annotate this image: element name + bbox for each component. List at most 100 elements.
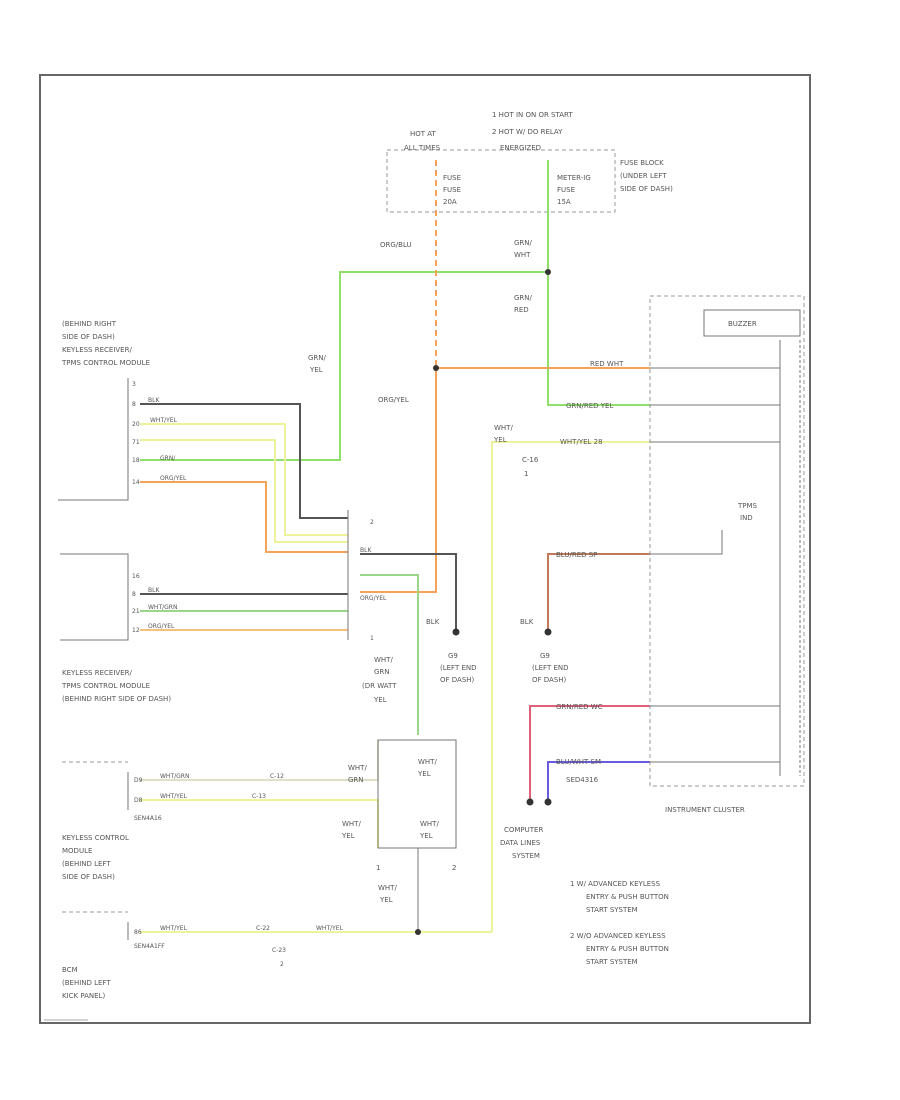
- ground-dot-right: [544, 628, 552, 636]
- lower-module-connector: [60, 553, 129, 641]
- legend2-1: 2 W/O ADVANCED KEYLESS: [570, 932, 666, 940]
- lbl-kc-c13: C-13: [252, 793, 266, 800]
- lbl-splice-wht-yel-1: WHT/: [418, 758, 437, 766]
- lbl-grn-yel-1: GRN/: [308, 354, 327, 362]
- wire-blk-ground-left: [360, 553, 457, 632]
- cluster-internal-4: [650, 530, 723, 555]
- upper-pin-3: 20: [132, 421, 140, 428]
- upper-module-1: (BEHIND RIGHT: [62, 320, 117, 328]
- legend2-3: START SYSTEM: [586, 958, 638, 966]
- wire-upper-wht-yel-2: [140, 439, 348, 543]
- lbl-wht-yel-v3: YEL: [373, 696, 387, 704]
- keyless-ctrl-3: (BEHIND LEFT: [62, 860, 111, 868]
- lbl-ctr-org-yel: ORG/YEL: [360, 595, 387, 602]
- ground-dot-left: [452, 628, 460, 636]
- wire-org-yel-down: [360, 368, 437, 593]
- computer-1: COMPUTER: [504, 826, 543, 834]
- buzzer-box: [703, 309, 801, 337]
- fuse-block-label-2: (UNDER LEFT: [620, 172, 667, 180]
- upper-pin-5: 18: [132, 457, 140, 464]
- fuse-left-1: FUSE: [443, 174, 461, 182]
- lower-pin-4: 12: [132, 627, 140, 634]
- lbl-kc-wht-grn: WHT/GRN: [160, 773, 189, 780]
- wire-blu-red-ground: [547, 553, 650, 632]
- keyless-ctrl-1: KEYLESS CONTROL: [62, 834, 129, 842]
- keyless-ctrl-4: SIDE OF DASH): [62, 873, 115, 881]
- tpms-ind-1: TPMS: [737, 502, 758, 510]
- lbl-splice-wht-yel-3: WHT/: [342, 820, 361, 828]
- lbl-wht-grn-v2: GRN: [374, 668, 390, 676]
- bcm-1: BCM: [62, 966, 78, 974]
- wire-upper-org-yel: [140, 481, 348, 553]
- lower-pin-2: 8: [132, 591, 136, 598]
- wire-grn-wht-main: [547, 160, 650, 406]
- fuse-hot-left-2: ALL TIMES: [404, 144, 441, 152]
- lbl-blk-ground-right: BLK: [520, 618, 534, 626]
- lbl-up-org-yel: ORG/YEL: [160, 475, 187, 482]
- fuse-right-2: FUSE: [557, 186, 575, 194]
- lbl-g9-left-2: (LEFT END: [440, 664, 477, 672]
- lower-module-3: (BEHIND RIGHT SIDE OF DASH): [62, 695, 171, 703]
- lbl-org-yel-vert: ORG/YEL: [378, 396, 409, 404]
- lbl-red-wht: RED WHT: [590, 360, 624, 368]
- lbl-wht-yel-v1: WHT/: [494, 424, 513, 432]
- lbl-splice-wht-yel-5: WHT/: [420, 820, 439, 828]
- tpms-ind-2: IND: [740, 514, 753, 522]
- legend1-2: ENTRY & PUSH BUTTON: [586, 893, 669, 901]
- buzzer-label: BUZZER: [728, 320, 757, 328]
- lbl-g9-left-3: OF DASH): [440, 676, 475, 684]
- splice-dot-grn: [545, 269, 551, 275]
- upper-pin-1: 3: [132, 381, 136, 388]
- fuse-hot-left-1: HOT AT: [410, 130, 437, 138]
- legend2-2: ENTRY & PUSH BUTTON: [586, 945, 669, 953]
- cluster-label: INSTRUMENT CLUSTER: [665, 806, 745, 814]
- lbl-wht-grn-v1: WHT/: [374, 656, 393, 664]
- lbl-ctr-blk: BLK: [360, 547, 372, 554]
- lbl-g9-right-1: G9: [540, 652, 550, 660]
- lbl-splice-1: 1: [376, 864, 380, 872]
- lbl-grn-red-1: GRN/: [514, 294, 533, 302]
- lbl-grn-wht-2: WHT: [514, 251, 531, 259]
- wire-upper-wht-yel-1: [140, 423, 348, 536]
- lbl-bcm-wht-yel-v2: YEL: [379, 896, 393, 904]
- lbl-splice-wht-yel-2: YEL: [417, 770, 431, 778]
- lbl-grn-red-wc: GRN/RED WC: [556, 703, 603, 711]
- fuse-right-1: METER-IG: [557, 174, 591, 182]
- keyless-conn: SEN4A16: [134, 815, 162, 822]
- fuse-hot-right: ENERGIZED: [500, 144, 541, 152]
- wire-data-red: [529, 705, 650, 800]
- lbl-g9-right-2: (LEFT END: [532, 664, 569, 672]
- wire-wht-yel-cluster: [491, 441, 650, 932]
- keyless-pin-2: D8: [134, 797, 143, 804]
- lbl-grn-yel-2: YEL: [309, 366, 323, 374]
- fuse-block-outline: [386, 149, 616, 213]
- lbl-lo-org-yel: ORG/YEL: [148, 623, 175, 630]
- lbl-orn-red: GRN/RED YEL: [566, 402, 613, 410]
- upper-module-2: SIDE OF DASH): [62, 333, 115, 341]
- splice-dot-org: [433, 365, 439, 371]
- fuse-right-3: 15A: [557, 198, 571, 206]
- lbl-lo-blk: BLK: [148, 587, 160, 594]
- lbl-g9-left-1: G9: [448, 652, 458, 660]
- lbl-blu-red: BLU/RED SP: [556, 551, 597, 559]
- lbl-splice-wht-grn-2: GRN: [348, 776, 364, 784]
- lbl-org-blu: ORG/BLU: [380, 241, 412, 249]
- lbl-wht-yel-v2: YEL: [493, 436, 507, 444]
- upper-pin-6: 14: [132, 479, 140, 486]
- upper-pin-4: 71: [132, 439, 140, 446]
- lower-module-1: KEYLESS RECEIVER/: [62, 669, 132, 677]
- lbl-bcm-wht-yel: WHT/YEL: [160, 925, 188, 932]
- lbl-bcm-c22: C-22: [256, 925, 270, 932]
- splice-dot-bcm: [415, 929, 421, 935]
- wire-upper-blk: [140, 403, 348, 519]
- lbl-blu-wht: BLU/WHT SM: [556, 758, 601, 766]
- lbl-splice-wht-grn-1: WHT/: [348, 764, 367, 772]
- diagram-frame: [39, 74, 811, 1024]
- wire-grn-yel: [140, 271, 548, 461]
- lbl-wht-yel-28: WHT/YEL 28: [560, 438, 603, 446]
- cluster-internal-1: [650, 340, 781, 369]
- keyless-ctrl-2: MODULE: [62, 847, 92, 855]
- upper-module-3: KEYLESS RECEIVER/: [62, 346, 132, 354]
- lower-pin-1: 16: [132, 573, 140, 580]
